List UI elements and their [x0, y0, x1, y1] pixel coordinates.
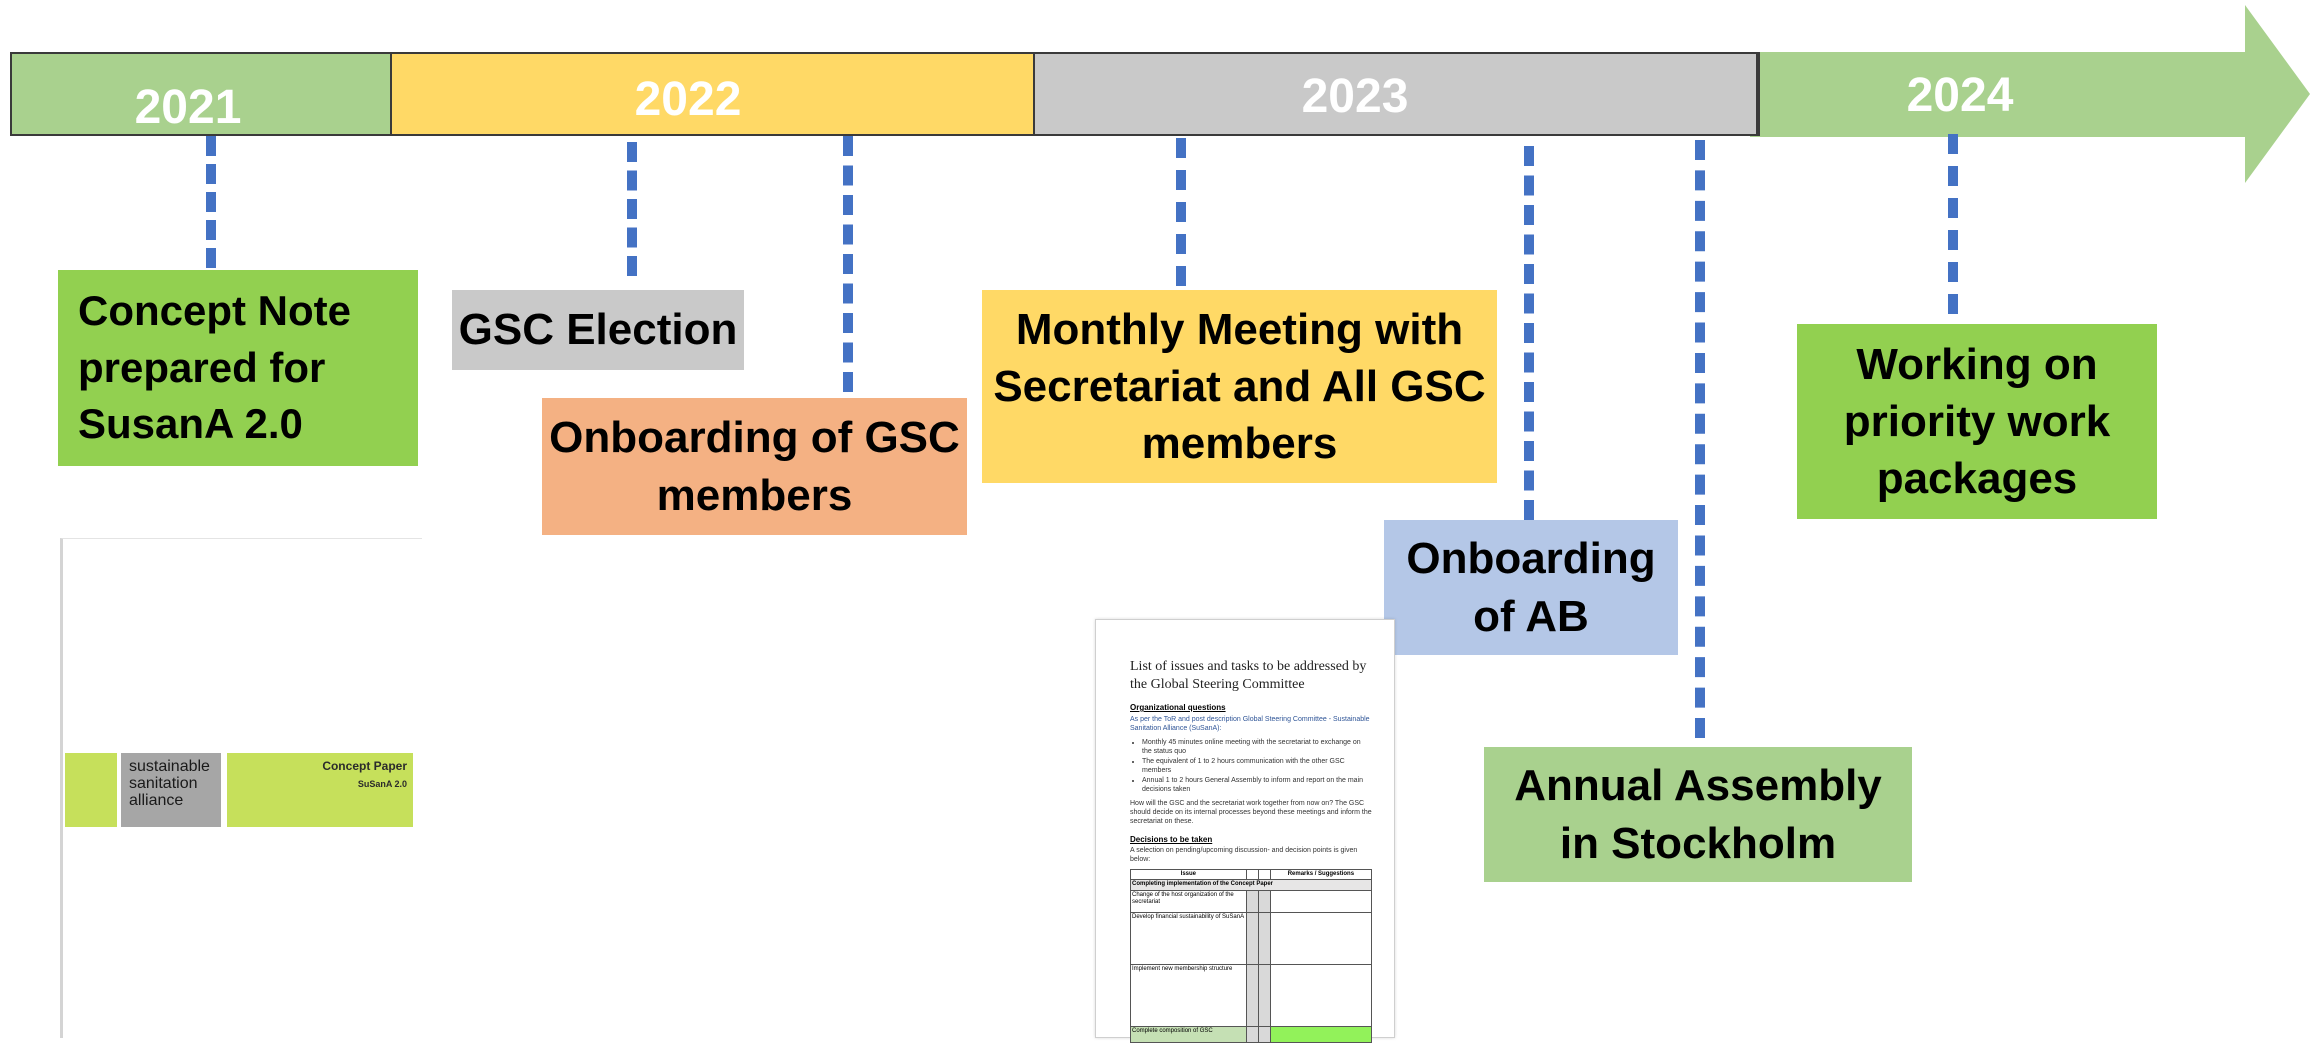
doc-section-organizational: Organizational questions: [1130, 703, 1226, 712]
doc-bullet: The equivalent of 1 to 2 hours communica…: [1142, 757, 1372, 776]
year-label-2022: 2022: [634, 73, 742, 126]
doc-section-decisions: Decisions to be taken: [1130, 834, 1213, 844]
doc-bullet: Annual 1 to 2 hours General Assembly to …: [1142, 776, 1372, 795]
timeline-segment-2024: [1756, 52, 1760, 136]
concept-paper-thumbnail: sustainable sanitation alliance Concept …: [60, 538, 422, 1038]
event-gsc-election: GSC Election: [452, 290, 744, 370]
cover-title-panel: Concept Paper SuSanA 2.0: [227, 753, 413, 827]
table-group-row: Completing implementation of the Concept…: [1130, 879, 1372, 891]
event-monthly-meeting: Monthly Meeting with Secretariat and All…: [982, 290, 1497, 483]
event-priority-work: Working on priority work packages: [1797, 324, 2157, 519]
event-concept-note: Concept Note prepared for SusanA 2.0: [58, 270, 418, 466]
connector-onboarding-gsc: [843, 136, 853, 392]
event-annual-assembly: Annual Assembly in Stockholm: [1484, 747, 1912, 882]
table-row-issue: Implement new membership structure: [1130, 963, 1247, 1027]
connector-annual-assembly: [1695, 140, 1705, 738]
doc-bullet-list: Monthly 45 minutes online meeting with t…: [1130, 738, 1372, 795]
doc-decision-table: Issue Remarks / Suggestions Completing i…: [1130, 868, 1373, 1043]
table-row-issue: Change of the host organization of the s…: [1130, 889, 1247, 913]
event-onboarding-ab: Onboarding of AB: [1384, 520, 1678, 655]
doc-selection-note: A selection on pending/upcoming discussi…: [1130, 846, 1358, 864]
year-label-2023: 2023: [1301, 70, 1409, 123]
connector-gsc-election: [627, 142, 637, 276]
cover-green-strip: [65, 753, 117, 827]
doc-bullet: Monthly 45 minutes online meeting with t…: [1142, 738, 1372, 757]
connector-onboarding-ab: [1524, 146, 1534, 520]
table-header: Issue: [1130, 868, 1247, 881]
connector-priority-work: [1948, 134, 1958, 314]
year-label-2021: 2021: [134, 81, 242, 134]
timeline-segment-2021: [10, 52, 392, 136]
gsc-task-document-thumbnail: List of issues and tasks to be addressed…: [1095, 619, 1395, 1043]
timeline-segment-2022: [390, 52, 1035, 136]
concept-paper-subtitle: SuSanA 2.0: [357, 779, 407, 789]
event-onboarding-gsc: Onboarding of GSC members: [542, 398, 967, 535]
logo-line-1: sustainable: [129, 758, 210, 775]
year-label-2024: 2024: [1906, 69, 2014, 122]
table-header: Remarks / Suggestions: [1269, 868, 1373, 881]
connector-concept-note: [206, 136, 216, 268]
logo-line-3: alliance: [129, 791, 184, 809]
susana-logo: sustainable sanitation alliance: [121, 753, 221, 827]
logo-line-2: sanitation: [129, 774, 198, 792]
connector-monthly-meeting: [1176, 138, 1186, 286]
doc-question: How will the GSC and the secretariat wor…: [1130, 799, 1372, 826]
concept-paper-title: Concept Paper: [322, 759, 407, 773]
doc-intro: As per the ToR and post description Glob…: [1130, 716, 1370, 733]
doc-title: List of issues and tasks to be addressed…: [1130, 659, 1367, 692]
table-row-issue: Complete composition of GSC: [1130, 1025, 1247, 1043]
timeline-arrow-head: [1750, 5, 2310, 183]
table-row-issue: Develop financial sustainability of SuSa…: [1130, 911, 1247, 965]
